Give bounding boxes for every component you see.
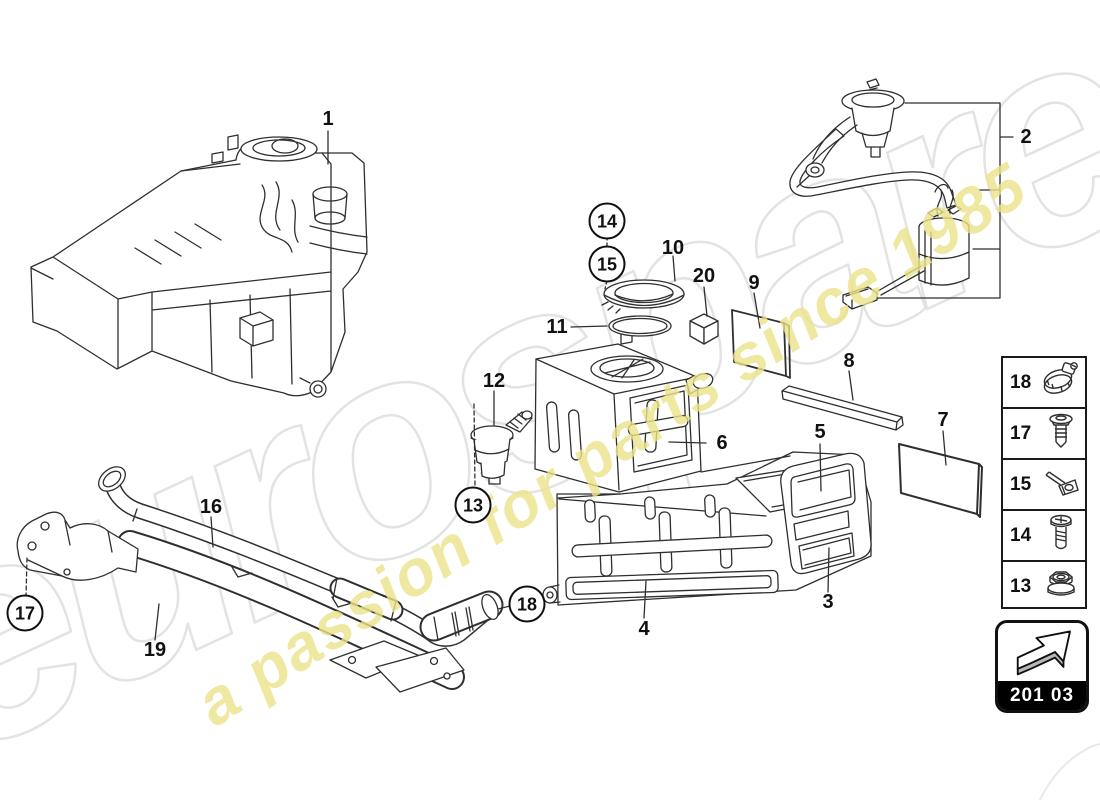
leader-2-bracket [876,102,1014,299]
part-2-fuel-pump-assembly [789,78,1014,310]
part-label-3: 3 [822,591,834,613]
part-label-20: 20 [692,265,716,287]
part-label-10: 10 [661,237,685,259]
part-8-mounting-strip [781,370,904,431]
part-20-damper-block [689,286,719,345]
part-11-seal-ring [570,315,672,337]
fastener-row-13: 13 [1003,562,1085,611]
part-label-13: 13 [454,486,492,524]
part-label-7: 7 [937,409,949,431]
fastener-row-14: 14 [1003,511,1085,562]
part-16-filler-pipe [98,466,504,647]
part-label-12: 12 [482,370,506,392]
part-label-14: 14 [588,202,626,240]
part-label-5: 5 [814,421,826,443]
part-12-vent-valve [470,390,533,488]
forward-arrow-icon [998,623,1086,681]
leader-17-dashed [25,557,28,598]
leader-11 [570,325,608,328]
part-label-17: 17 [6,594,44,632]
fastener-number: 14 [1010,524,1032,546]
part-19-skid-bracket [16,511,511,693]
leader-8 [848,370,854,401]
fastener-table: 18 17 [1001,356,1087,609]
push-rivet-icon [1041,409,1081,458]
fastener-row-17: 17 [1003,409,1085,460]
leader-13-dashed [473,403,476,488]
part-label-18: 18 [508,585,546,623]
leader-10 [672,255,676,282]
part-label-16: 16 [199,496,223,518]
leader-19 [154,603,160,641]
retaining-clip-icon [1041,460,1081,509]
part-label-1: 1 [322,108,334,130]
part-6-expansion-tank [534,330,714,493]
part-label-15: 15 [588,245,626,283]
leader-18 [497,605,511,610]
leader-6 [668,441,707,444]
part-1-fuel-tank-left [30,130,368,398]
fastener-number: 15 [1010,473,1032,495]
part-label-9: 9 [748,272,760,294]
flange-nut-icon [1041,562,1081,611]
diagram-code-badge: 201 03 [995,620,1089,713]
part-label-2: 2 [1020,126,1032,148]
part-7-protection-plate [898,430,983,518]
diagram-code: 201 03 [998,681,1086,710]
hose-clamp-icon [1041,358,1081,407]
fastener-number: 13 [1010,575,1032,597]
fastener-number: 18 [1010,371,1032,393]
screw-icon [1041,511,1081,560]
part-label-11: 11 [546,316,568,338]
leader-9 [753,292,761,329]
part-9-protection-pad [731,292,791,379]
leader-3 [827,547,830,593]
part-3-5-tank-pockets [780,452,872,575]
leader-7 [942,430,947,466]
part-10-locking-ring [601,235,685,314]
fastener-row-18: 18 [1003,358,1085,409]
fastener-number: 17 [1010,422,1032,444]
part-4-fuel-tank-body [542,443,872,619]
leader-5 [819,443,822,492]
leader-20 [703,286,708,317]
part-label-19: 19 [143,639,167,661]
part-label-8: 8 [843,350,855,372]
fastener-row-15: 15 [1003,460,1085,511]
leader-4 [643,580,647,619]
part-label-6: 6 [716,432,728,454]
part-label-4: 4 [638,618,650,640]
leader-16 [210,516,214,548]
